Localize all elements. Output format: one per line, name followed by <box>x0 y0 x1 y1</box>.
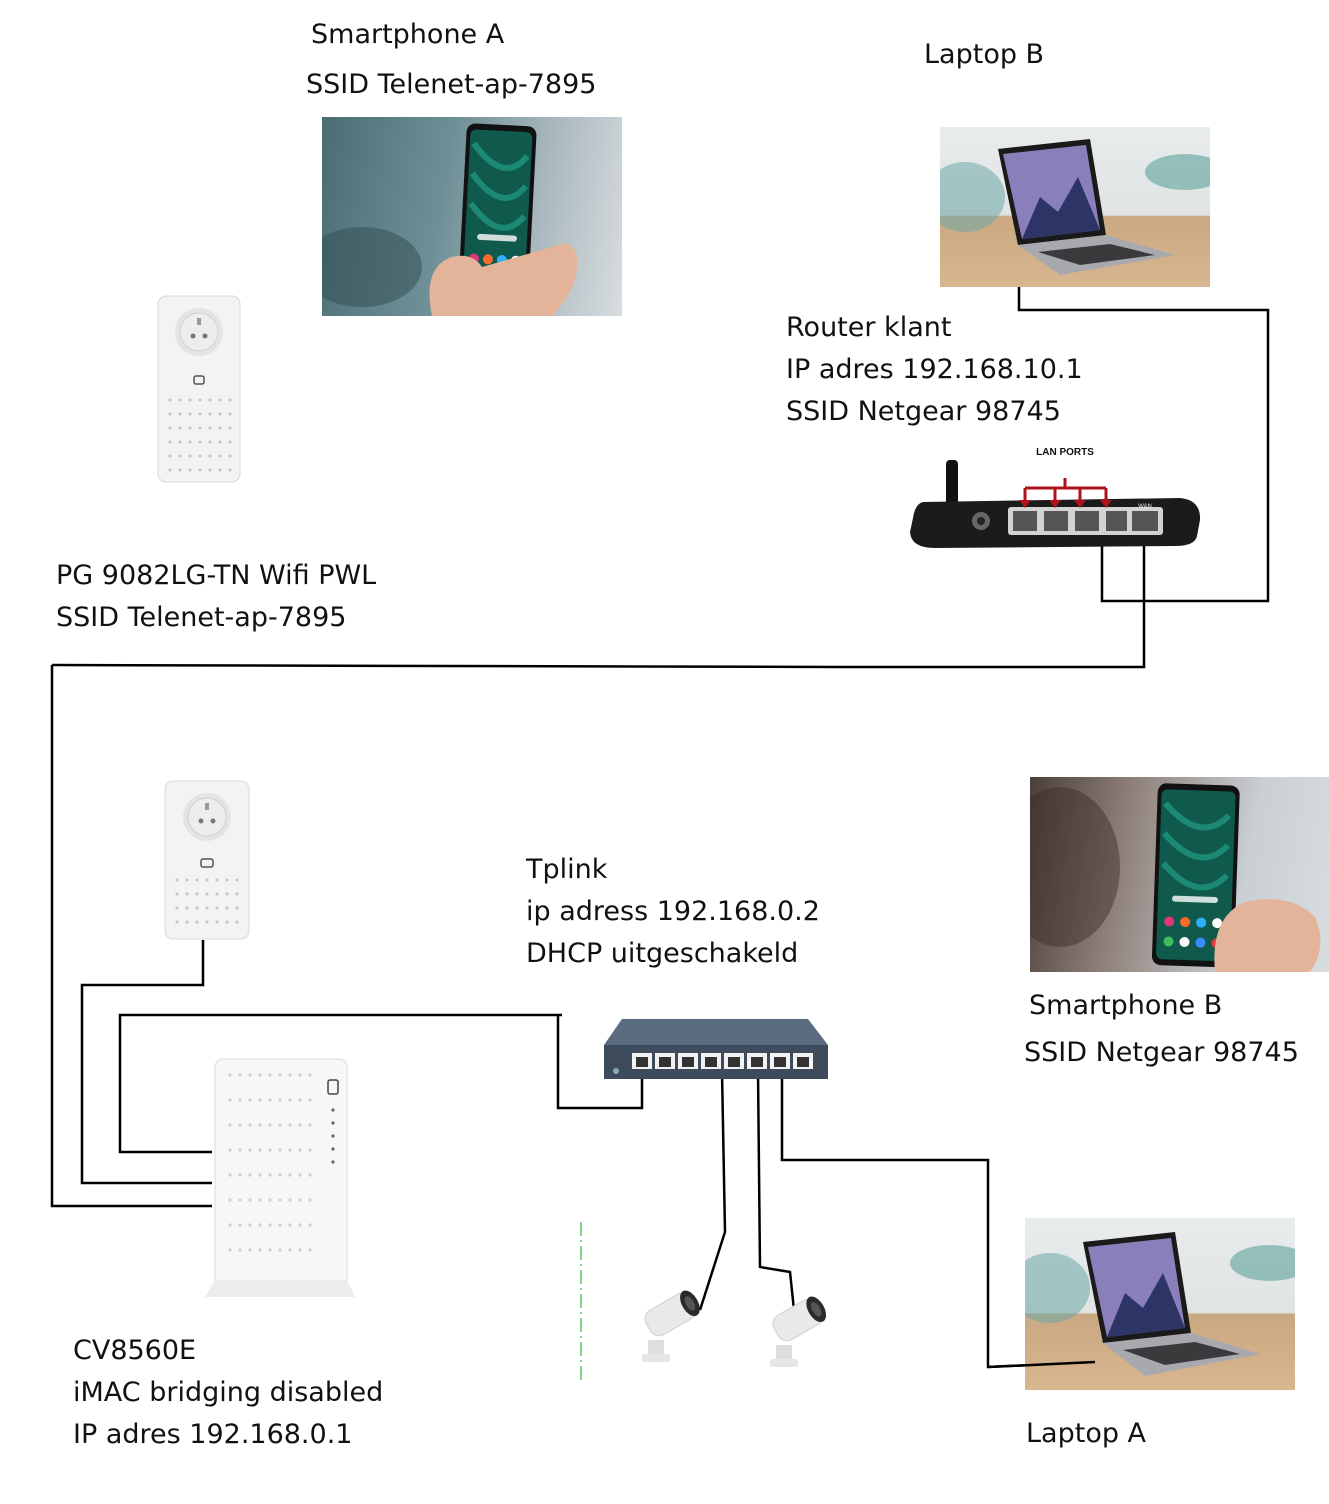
smartphone-a-ssid-label: SSID Telenet-ap-7895 <box>306 64 596 106</box>
camera-1-photo <box>638 1280 708 1365</box>
modem-label: CV8560E iMAC bridging disabled IP adres … <box>73 1330 383 1456</box>
switch-label: Tplink ip adress 192.168.0.2 DHCP uitges… <box>526 849 820 975</box>
wire-switch-to-camera-1 <box>698 1071 727 1311</box>
powerline-wifi-ssid: SSID Telenet-ap-7895 <box>56 602 347 633</box>
router-ip: IP adres 192.168.10.1 <box>786 354 1083 385</box>
laptop-a-photo <box>1025 1218 1295 1390</box>
wan-port-label: WAN <box>1138 504 1152 510</box>
smartphone-a-name: Smartphone A <box>311 19 505 50</box>
wire-powerline-to-modem <box>80 940 212 1185</box>
smartphone-b-ssid: SSID Netgear 98745 <box>1024 1037 1299 1068</box>
smartphone-b-label: Smartphone B <box>1029 985 1222 1027</box>
router-photo: WAN LAN PORTS <box>905 440 1205 552</box>
laptop-b-photo <box>940 127 1210 287</box>
wire-modem-to-switch <box>556 1015 644 1110</box>
lan-ports-label: LAN PORTS <box>1036 447 1094 458</box>
wire-to-modem-main <box>50 665 212 1208</box>
router-name: Router klant <box>786 312 952 343</box>
modem-mode: iMAC bridging disabled <box>73 1377 384 1408</box>
smartphone-b-ssid-label: SSID Netgear 98745 <box>1024 1032 1299 1074</box>
laptop-a-name: Laptop A <box>1026 1418 1147 1449</box>
powerline-wifi-label: PG 9082LG-TN Wifi PWL SSID Telenet-ap-78… <box>56 555 376 639</box>
modem-name: CV8560E <box>73 1335 197 1366</box>
laptop-a-label: Laptop A <box>1026 1413 1146 1455</box>
switch-dhcp: DHCP uitgeschakeld <box>526 938 799 969</box>
smartphone-a-photo <box>322 117 622 316</box>
camera-2-photo <box>766 1285 834 1370</box>
switch-name: Tplink <box>526 854 608 885</box>
laptop-b-label: Laptop B <box>924 34 1044 76</box>
smartphone-a-ssid: SSID Telenet-ap-7895 <box>306 69 597 100</box>
laptop-b-name: Laptop B <box>924 39 1045 70</box>
wire-switch-to-camera-2 <box>756 1071 796 1311</box>
powerline-wifi-photo <box>150 290 245 490</box>
powerline-wifi-name: PG 9082LG-TN Wifi PWL <box>56 560 377 591</box>
powerline-adapter-photo <box>160 775 255 945</box>
switch-photo <box>600 1015 830 1085</box>
router-label: Router klant IP adres 192.168.10.1 SSID … <box>786 307 1083 433</box>
smartphone-b-photo <box>1030 777 1329 972</box>
wire-router-wan-to-modem <box>838 530 1146 669</box>
modem-ip: IP adres 192.168.0.1 <box>73 1419 353 1450</box>
smartphone-a-label: Smartphone A <box>311 14 504 56</box>
modem-photo <box>205 1055 355 1300</box>
wire-switch-to-modem <box>118 1013 562 1154</box>
switch-ip: ip adress 192.168.0.2 <box>526 896 820 927</box>
router-ssid: SSID Netgear 98745 <box>786 396 1061 427</box>
wire-laptop-b-to-router <box>1017 247 1270 603</box>
wire-powerline-top <box>51 663 839 669</box>
smartphone-b-name: Smartphone B <box>1029 990 1223 1021</box>
